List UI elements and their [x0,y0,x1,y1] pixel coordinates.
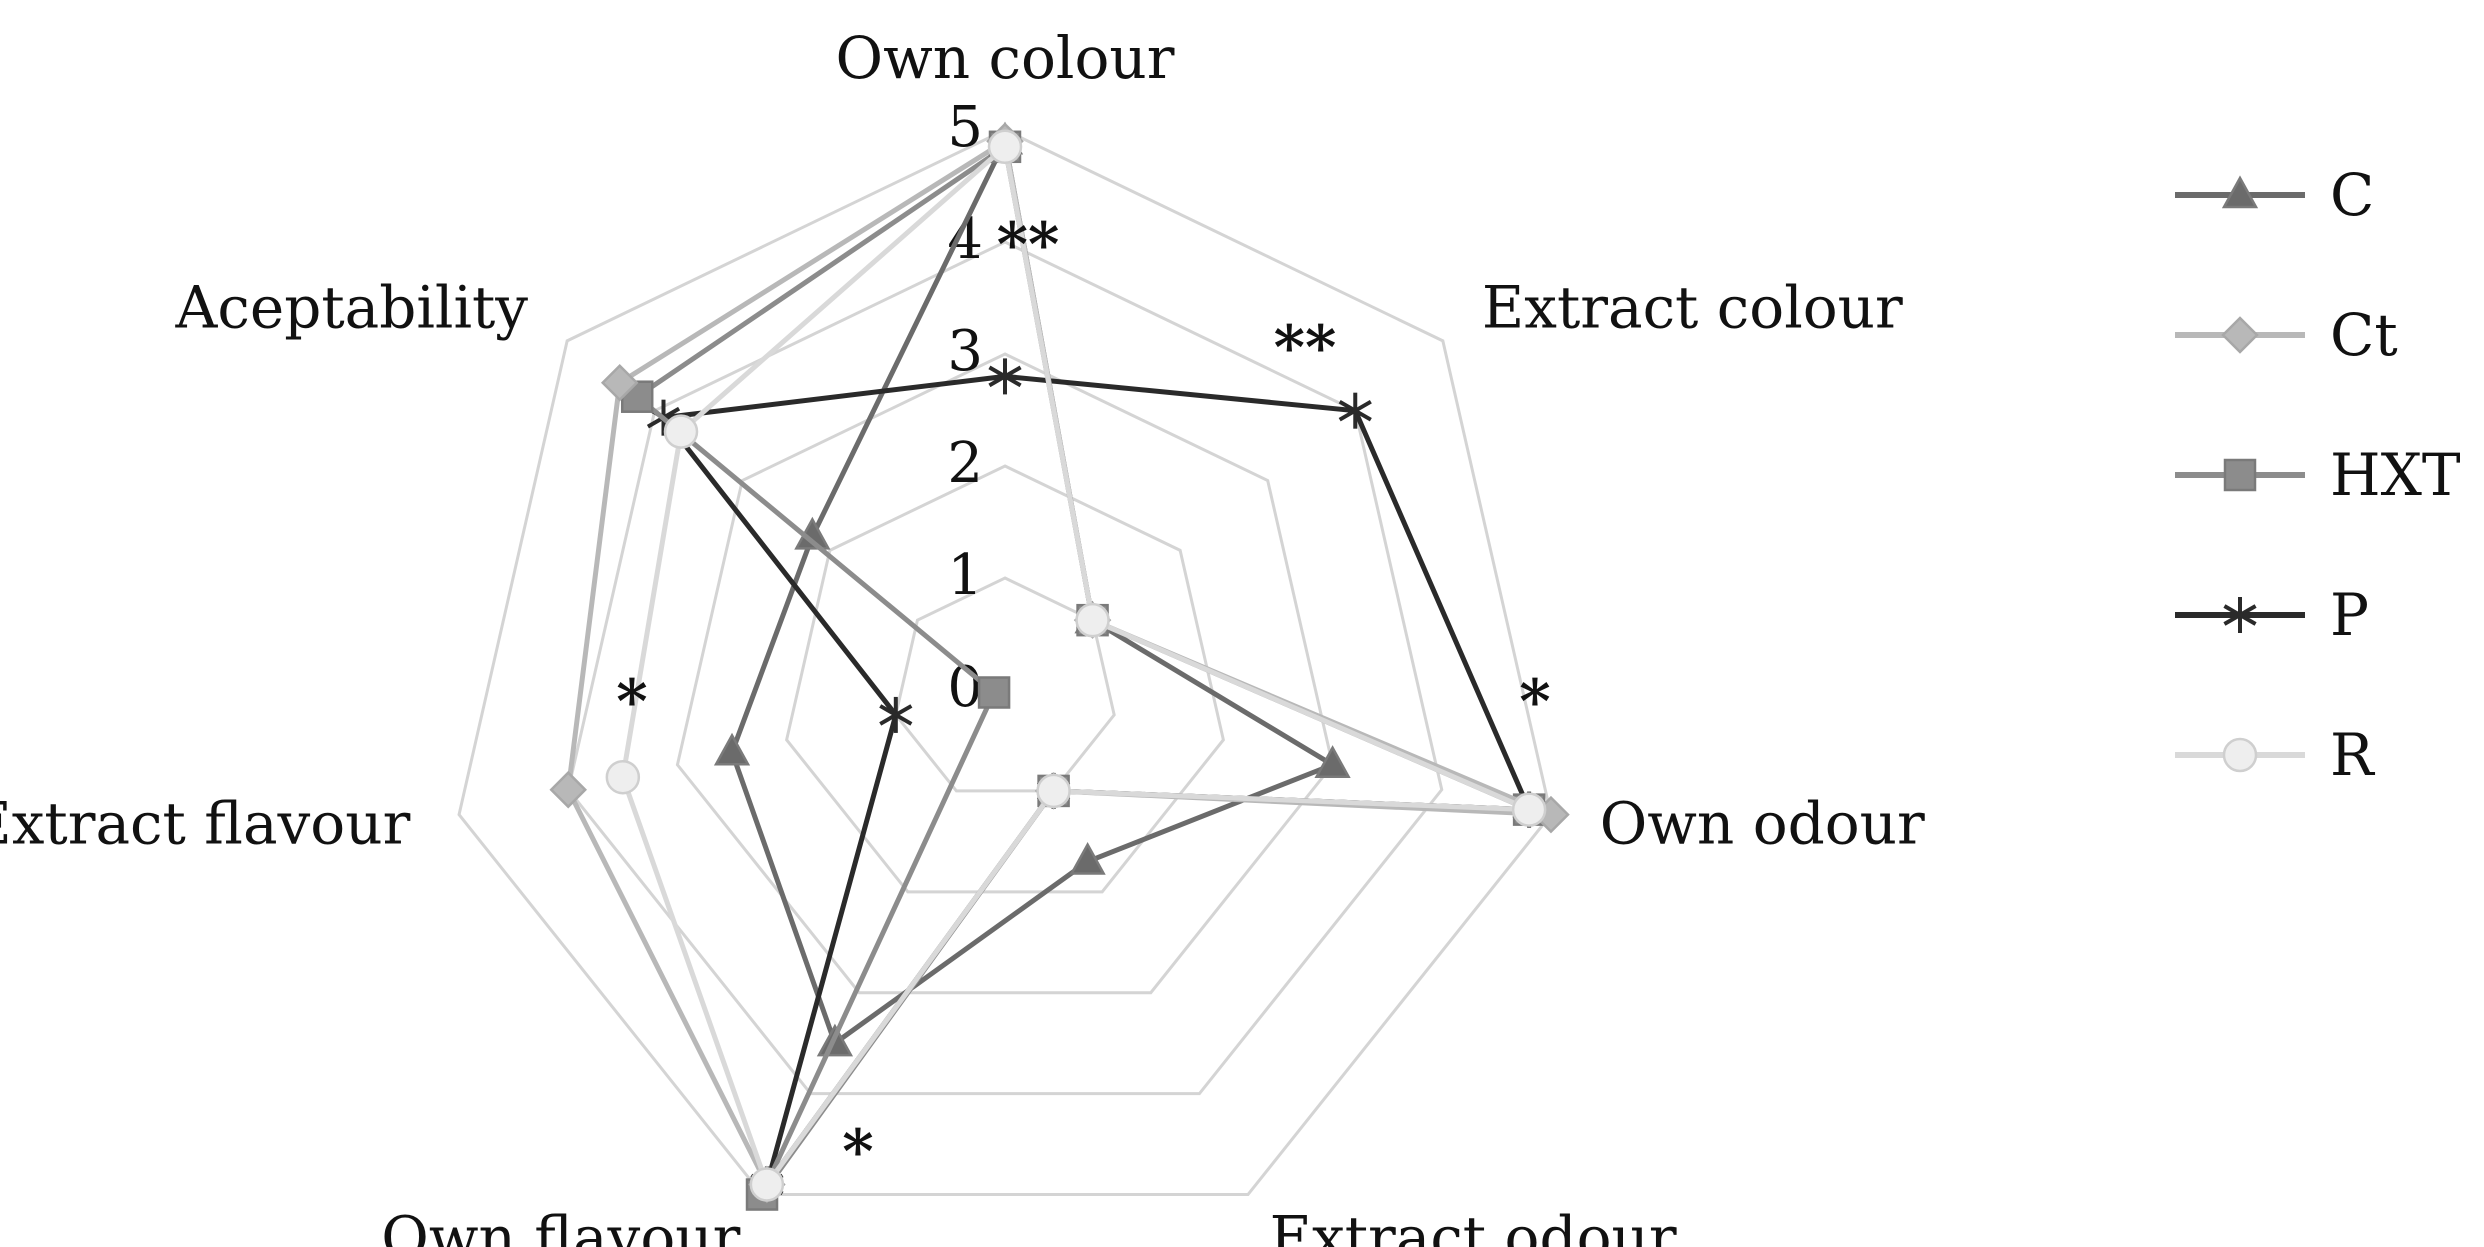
axis-label: Aceptability [175,274,529,342]
legend-label: R [2330,721,2376,789]
scale-tick-label: 4 [947,207,983,272]
legend-item-p: P [2175,581,2369,649]
series-layer [549,121,1570,1211]
legend-item-r: R [2175,721,2376,789]
data-point-c [713,732,751,766]
grid-ring-4 [566,240,1444,1096]
series-ct [549,122,1570,1204]
axis-label: Own colour [836,24,1175,92]
data-point-r [1036,773,1071,809]
legend-label: P [2330,581,2369,649]
radar-grid [457,128,1553,1197]
legend-label: HXT [2330,441,2461,509]
scale-tick-label: 5 [947,95,983,160]
data-point-r [663,414,699,449]
series-line-c [729,138,1336,1046]
axis-label: Own flavour [381,1204,740,1247]
scale-tick-labels: 0 1 2 3 4 5 [947,95,983,720]
axis-label: Own odour [1600,790,1925,858]
significance-mark: * [616,667,647,737]
data-point-ct [600,363,639,402]
series-line-ct [565,138,1554,1187]
scale-tick-label: 3 [947,319,983,384]
data-point-r [1511,792,1547,827]
legend-item-hxt: HXT [2175,441,2461,509]
data-point-r [987,129,1023,165]
axis-label: Extract colour [1482,274,1903,342]
axis-label: Extract odour [1270,1204,1677,1247]
axis-label: Extract flavour [0,790,411,858]
data-point-r [1075,602,1110,638]
legend-item-c: C [2175,161,2374,229]
data-point-ct [549,770,588,809]
scale-tick-label: 1 [947,543,983,608]
scale-tick-label: 2 [947,431,983,496]
series-line-hxt [634,144,1532,1198]
significance-mark: ** [1274,313,1337,383]
significance-mark: * [1519,667,1550,737]
data-point-p [879,696,913,733]
data-point-hxt [977,676,1011,709]
grid-ring-2 [784,464,1226,894]
series-p [646,358,1546,1203]
legend-item-ct: Ct [2175,301,2398,369]
significance-annotations: ******* [616,210,1550,1187]
data-point-c [1069,841,1106,875]
grid-ring-3 [675,352,1335,995]
series-line-p [660,373,1532,1187]
data-point-p [1338,392,1372,429]
grid-ring-5 [457,128,1553,1197]
data-point-r [749,1167,785,1202]
significance-mark: ** [997,210,1060,280]
data-point-c [1314,745,1351,779]
legend-label: Ct [2330,301,2398,369]
legend-label: C [2330,161,2374,229]
significance-mark: * [842,1117,873,1187]
series-line-r [620,144,1532,1187]
data-point-r [605,759,641,795]
series-r [605,129,1547,1202]
data-point-p [988,358,1022,395]
scale-tick-label: 0 [947,655,983,720]
